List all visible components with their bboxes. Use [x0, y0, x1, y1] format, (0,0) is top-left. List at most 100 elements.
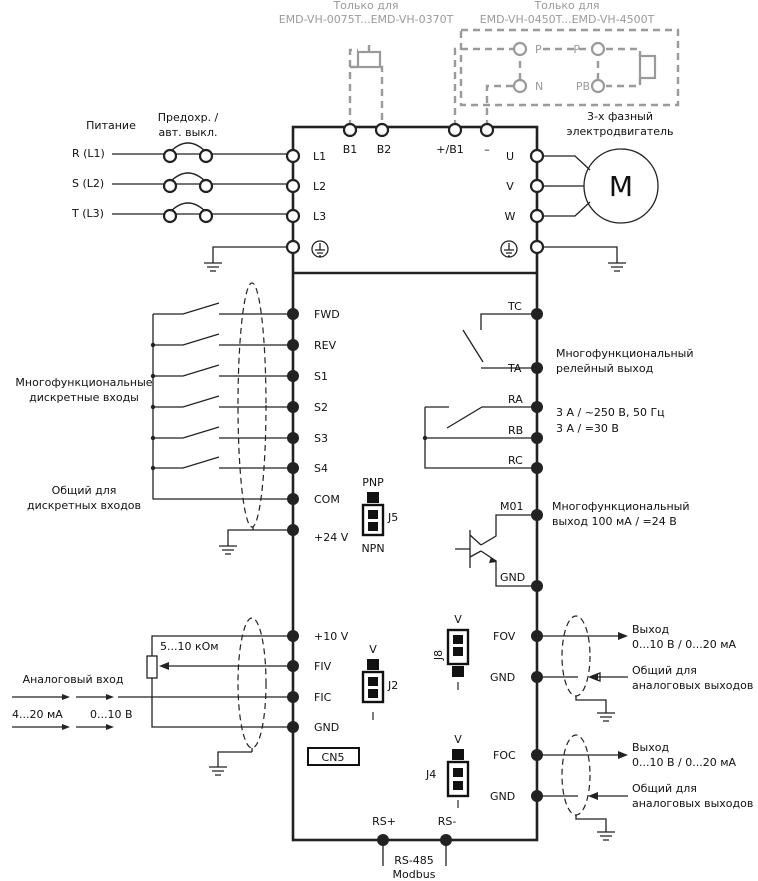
j8-bottom-label: I [456, 680, 459, 693]
terminal-gnd-fov [531, 671, 543, 683]
phase-t-label: T (L3) [71, 207, 104, 220]
option-terminal-p: P [535, 43, 542, 56]
label-s1: S1 [314, 370, 328, 383]
brake-option-unit: P N P PB [453, 28, 680, 127]
j4-top-label: V [454, 733, 462, 746]
jumper-j2: V J2 I [361, 643, 398, 723]
cn5-label: CN5 [322, 751, 345, 764]
digital-terminals [287, 308, 299, 536]
terminal-l1 [285, 148, 301, 164]
rs485-wires [382, 840, 447, 866]
label-l3: L3 [313, 210, 326, 223]
common-inputs-label-line1: Общий для [52, 484, 117, 497]
top-note-right-line1: Только для [533, 0, 599, 12]
top-note-right: Только для EMD-VH-0450T...EMD-VH-4500T [480, 0, 655, 26]
j4-bottom-label: I [456, 798, 459, 811]
power-title: Питание [86, 119, 136, 132]
label-tc: TC [507, 300, 522, 313]
foc-out-line2: 0...10 В / 0...20 мА [632, 756, 737, 769]
option-terminal-n: N [535, 80, 543, 93]
label-foc: FOC [493, 749, 516, 762]
relay-rating-line2: 3 А / =30 В [556, 422, 619, 435]
connector-cn5 [307, 747, 360, 766]
label-rb: RB [508, 424, 523, 437]
fuse-s-icon [169, 172, 207, 183]
label-fwd: FWD [314, 308, 340, 321]
terminal-gnd-foc [531, 790, 543, 802]
ground-icon-digital [219, 527, 293, 555]
terminal-rb [531, 432, 543, 444]
ground-icon-fov [597, 712, 615, 722]
top-note-right-line2: EMD-VH-0450T...EMD-VH-4500T [480, 13, 655, 26]
label-plus10v: +10 V [314, 630, 349, 643]
label-b1: B1 [343, 143, 358, 156]
j5-top-label: PNP [362, 476, 384, 489]
label-v: V [506, 180, 514, 193]
terminal-ta [531, 362, 543, 374]
brake-unit-resistor-icon [638, 54, 657, 80]
phase-s-label: S (L2) [72, 177, 104, 190]
fuse-r-icon [169, 142, 207, 153]
switch-s4 [150, 456, 293, 471]
top-note-left: Только для EMD-VH-0075T...EMD-VH-0370T [279, 0, 454, 26]
terminal-l3 [285, 208, 301, 224]
motor-title-line2: электродвигатель [566, 125, 673, 138]
label-rs-minus: RS- [438, 815, 457, 828]
jumper-j4: V J4 I [425, 733, 470, 811]
pot-label: 5...10 кОм [160, 640, 219, 653]
label-com: COM [314, 493, 340, 506]
option-terminal-p2: P [573, 43, 580, 56]
label-rc: RC [508, 454, 523, 467]
fov-common-line1: Общий для [632, 664, 697, 677]
digital-inputs-label-line2: дискретные входы [29, 391, 139, 404]
terminal-pe-right [529, 239, 545, 255]
label-fic: FIC [314, 691, 332, 704]
label-s4: S4 [314, 462, 328, 475]
j8-top-label: V [454, 613, 462, 626]
switch-s2 [150, 395, 293, 410]
label-b2: B2 [377, 143, 392, 156]
terminal-foc [531, 749, 543, 761]
motor-symbol-label: M [609, 170, 633, 203]
option-terminal-pb: PB [576, 80, 590, 93]
earth-icon-right [500, 240, 518, 258]
digital-inputs-label-line1: Многофункциональные [15, 376, 152, 389]
relay-rating-line1: 3 А / ~250 В, 50 Гц [556, 406, 665, 419]
j2-bottom-label: I [371, 710, 374, 723]
ground-icon-analog-in [209, 748, 253, 776]
analog-out-fov [537, 615, 628, 722]
terminal-tc [531, 308, 543, 320]
rs485-label-line1: RS-485 [394, 854, 434, 867]
brake-resistor-icon [356, 50, 382, 69]
shield-ellipse-digital [237, 282, 267, 528]
label-ra: RA [508, 393, 523, 406]
fuse-title-line2: авт. выкл. [159, 126, 218, 139]
transistor-output [455, 514, 537, 587]
terminal-fov [531, 630, 543, 642]
phase-t: T (L3) [71, 202, 287, 224]
ground-icon-foc [597, 831, 615, 841]
label-fiv: FIV [314, 660, 332, 673]
phase-s: S (L2) [72, 172, 287, 194]
foc-out-line1: Выход [632, 741, 669, 754]
relay-ra-rb-rc [422, 406, 537, 469]
terminal-plus10v [287, 630, 299, 642]
j5-bottom-label: NPN [361, 542, 384, 555]
motor-title-line1: 3-х фазный [587, 110, 653, 123]
common-inputs-label-line2: дискретных входов [27, 499, 141, 512]
terminal-w [529, 208, 545, 224]
label-rev: REV [314, 339, 337, 352]
label-minus: – [484, 143, 490, 156]
label-s2: S2 [314, 401, 328, 414]
terminal-l2 [285, 178, 301, 194]
terminal-rc [531, 462, 543, 474]
label-u: U [506, 150, 514, 163]
label-s3: S3 [314, 432, 328, 445]
ground-icon-right [543, 246, 626, 272]
j4-name: J4 [425, 768, 436, 781]
inverter-body [291, 125, 539, 842]
label-rs-plus: RS+ [372, 815, 396, 828]
jumper-j8: V J8 I [432, 613, 470, 693]
phase-r: R (L1) [72, 142, 287, 164]
label-gnd-ain: GND [314, 721, 339, 734]
